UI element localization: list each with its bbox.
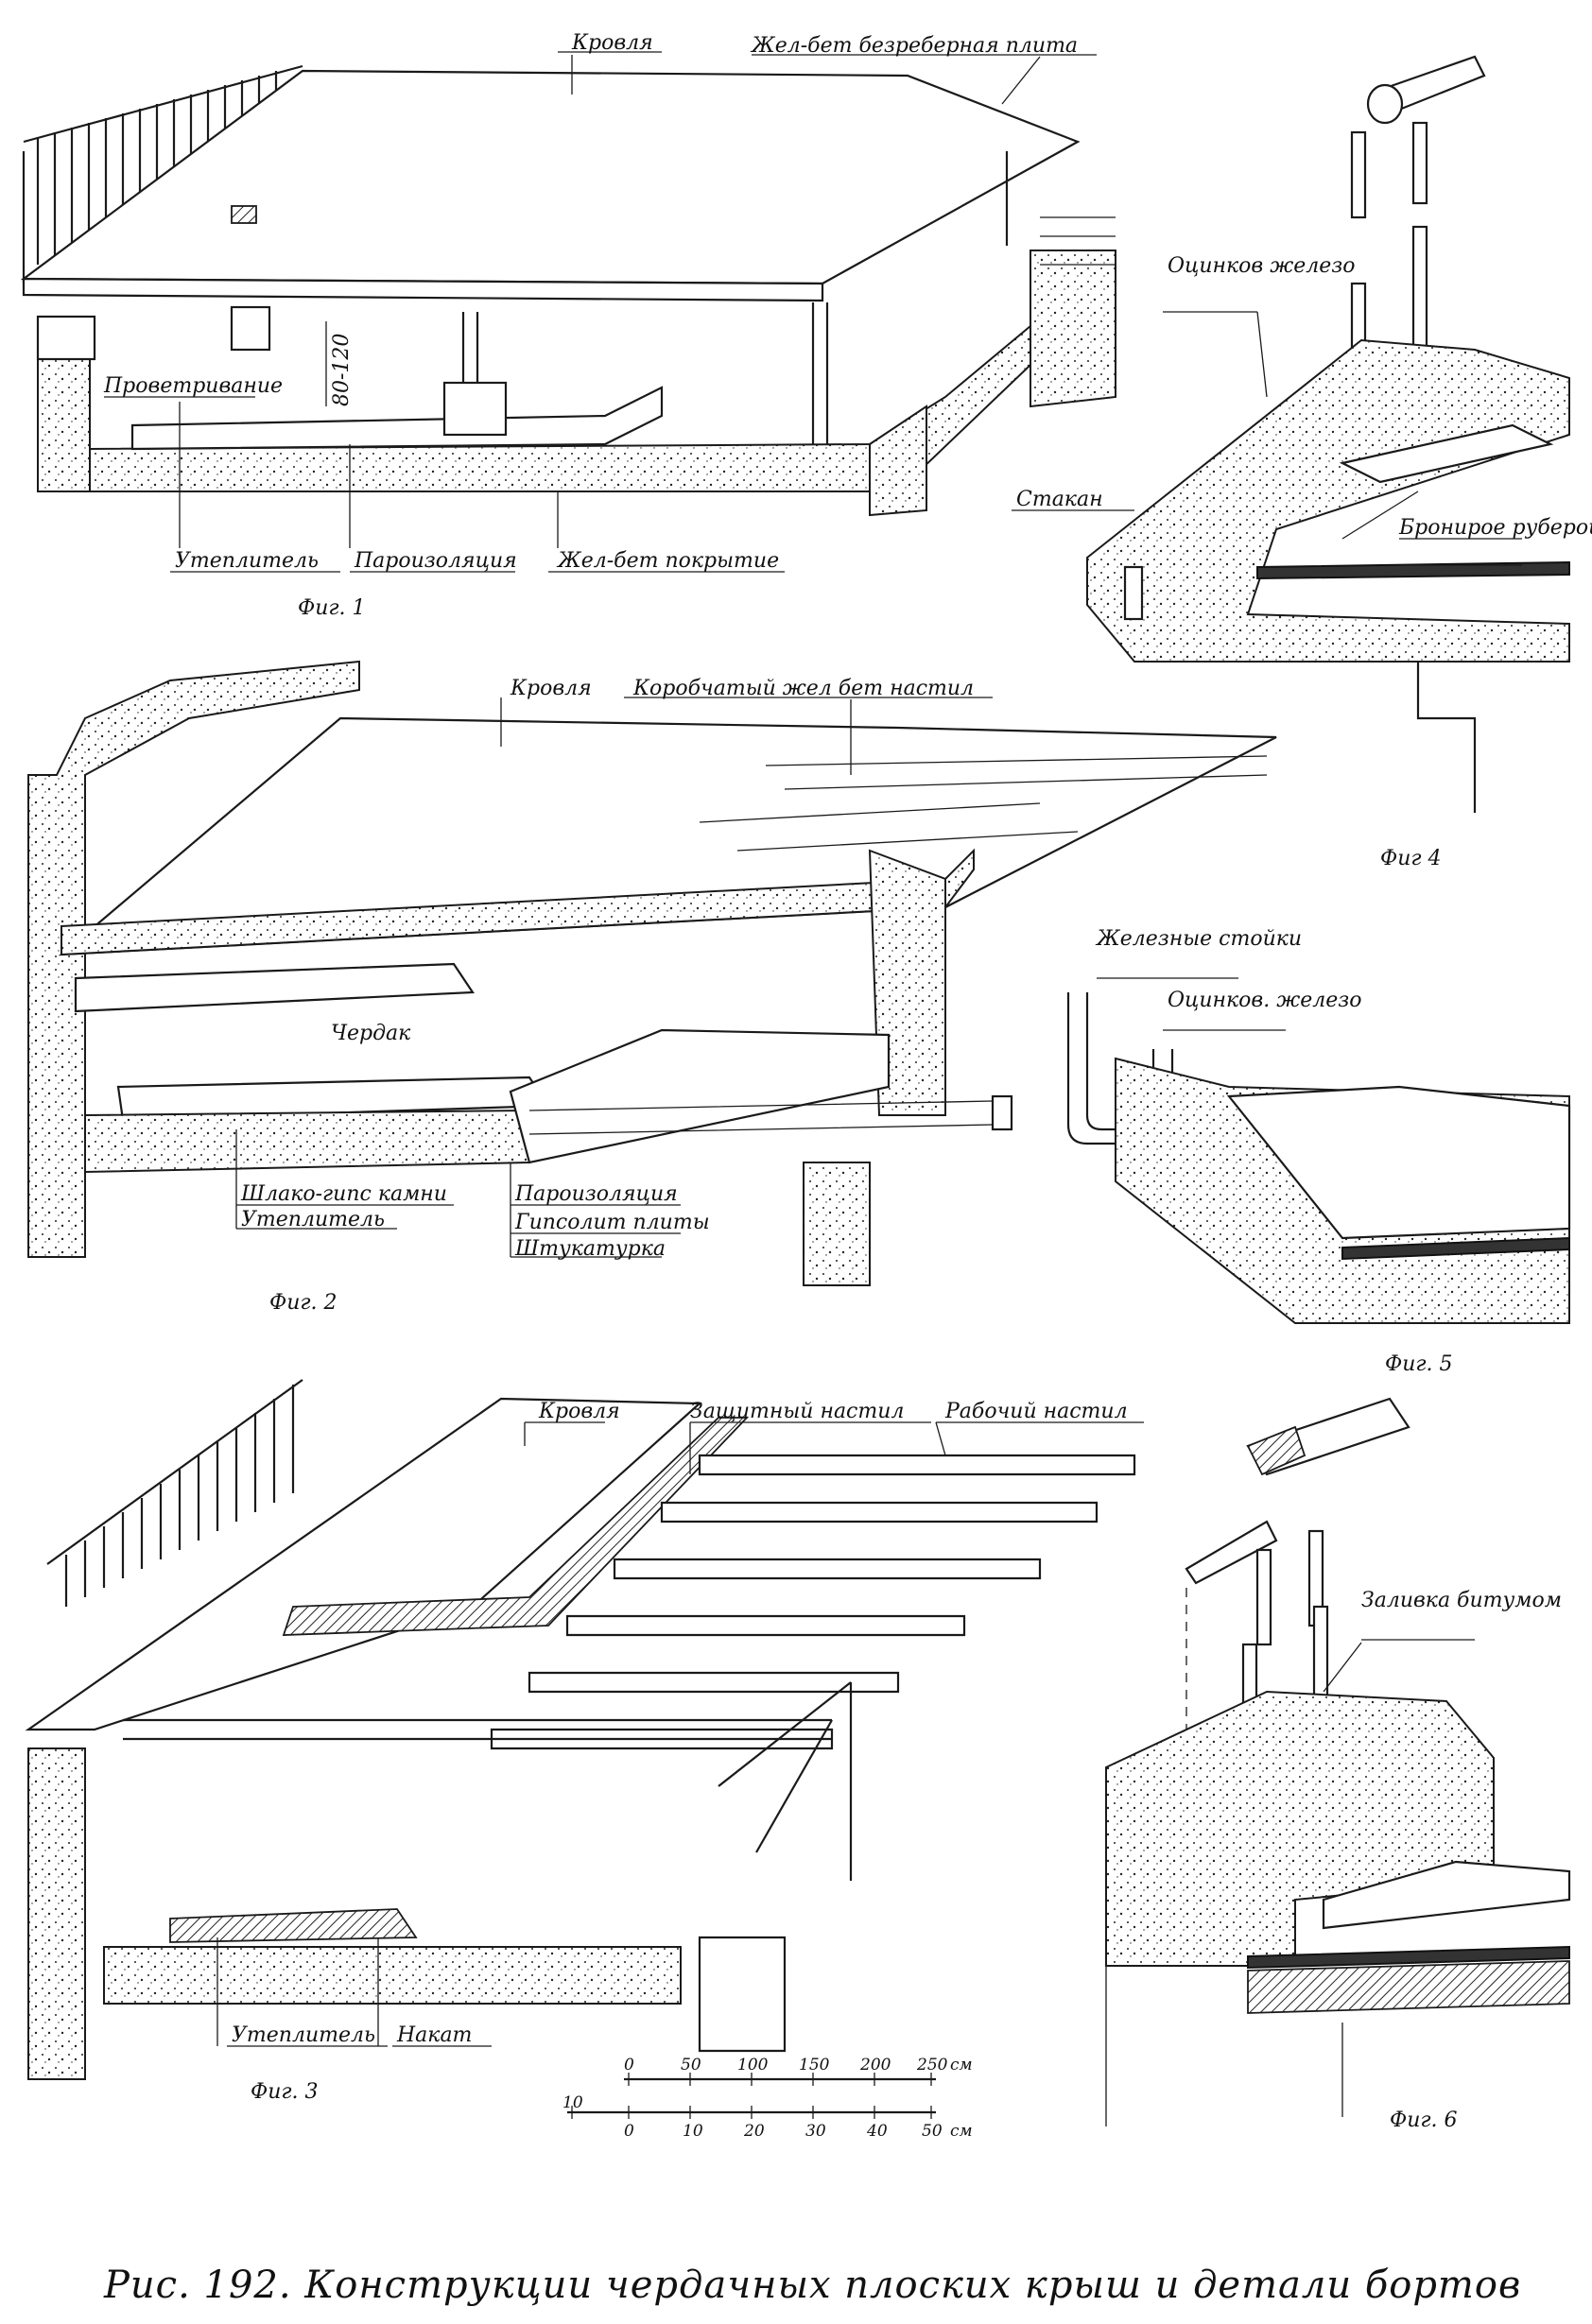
scale-bottom-tick-5: 40 <box>866 2122 888 2141</box>
fig3-railing <box>46 1379 303 1607</box>
fig2-attic-floor <box>84 1109 530 1174</box>
fig2-label-plaster: Штукатурка <box>514 1237 666 1261</box>
scale-top-tick-1: 50 <box>681 2056 701 2074</box>
fig1-label-vapor-barrier: Пароизоляция <box>354 549 517 573</box>
fig5-drawing <box>1066 977 1571 1324</box>
fig4-label-armored-roofing: Бронирое рубероид <box>1398 516 1592 540</box>
fig2-label-roofing: Кровля <box>510 677 592 700</box>
fig3-label-insulation: Утеплитель <box>232 2023 375 2047</box>
scale-bottom-tick-2: 10 <box>683 2122 703 2141</box>
scale-top-tick-5: 250 <box>916 2056 948 2074</box>
fig4-label-galv-iron: Оцинков железо <box>1168 254 1356 278</box>
fig1-label-roofing: Кровля <box>571 31 653 55</box>
fig1-roof-slab <box>20 69 1081 285</box>
fig4-title: Фиг 4 <box>1380 847 1442 870</box>
fig3-title: Фиг. 3 <box>251 2080 319 2104</box>
fig3-roofing <box>25 1397 702 1731</box>
scale-bottom-tick-0: 10 <box>562 2093 583 2112</box>
scale-top-unit: см <box>950 2056 973 2074</box>
fig6-title: Фиг. 6 <box>1390 2109 1458 2132</box>
scale-bottom-tick-3: 20 <box>743 2122 765 2141</box>
fig4-drawing <box>1012 55 1570 813</box>
fig2-label-gypsolite: Гипсолит плиты <box>514 1211 710 1234</box>
scale-top-tick-2: 100 <box>737 2056 769 2074</box>
scale-top-tick-4: 200 <box>859 2056 891 2074</box>
figure-caption: Рис. 192. Конструкции чердачных плоских … <box>104 2264 1522 2307</box>
fig5-label-galv-iron: Оцинков. железо <box>1168 989 1362 1012</box>
fig2-title: Фиг. 2 <box>269 1291 337 1315</box>
fig2-label-box-deck: Коробчатый жел бет настил <box>632 677 974 700</box>
fig2-drawing <box>27 660 1277 1286</box>
fig2-label-slag-gypsum: Шлако-гипс камни <box>240 1182 447 1206</box>
scale-top-tick-0: 0 <box>624 2056 634 2074</box>
fig6-drawing <box>1105 1397 1571 2126</box>
scale-top-tick-3: 150 <box>799 2056 830 2074</box>
fig3-drawing <box>25 1379 1144 2080</box>
scale-bottom-unit: см <box>950 2122 973 2141</box>
fig1-label-rc-cover: Жел-бет покрытие <box>556 549 779 573</box>
fig5-title: Фиг. 5 <box>1385 1352 1453 1376</box>
fig2-label-attic: Чердак <box>331 1022 411 1045</box>
scale-bars <box>567 2073 936 2119</box>
fig5-label-iron-posts-1: Железные стойки <box>1095 927 1302 951</box>
fig3-label-working-deck: Рабочий настил <box>944 1400 1128 1423</box>
fig4-label-socket: Стакан <box>1016 488 1103 511</box>
fig3-protective-deck <box>282 1417 750 1636</box>
scale-bottom-tick-6: 50 <box>922 2122 943 2141</box>
fig3-label-protective-deck: Защитный настил <box>690 1400 904 1423</box>
scale-bottom-tick-1: 0 <box>624 2122 634 2141</box>
fig1-label-slab: Жел-бет безреберная плита <box>750 34 1078 58</box>
fig1-label-ventilation: Проветривание <box>103 374 283 398</box>
fig2-label-vapor-barrier: Пароизоляция <box>514 1182 678 1206</box>
fig1-drawing <box>20 51 1116 573</box>
fig1-label-dimension: 80-120 <box>330 334 354 406</box>
fig1-title: Фиг. 1 <box>298 596 366 620</box>
scale-bottom-tick-4: 30 <box>805 2122 826 2141</box>
fig3-working-deck <box>490 1454 1136 1750</box>
fig2-label-insulation: Утеплитель <box>241 1208 385 1231</box>
fig3-label-nakat: Накат <box>396 2023 472 2047</box>
fig1-label-insulation: Утеплитель <box>175 549 319 573</box>
fig6-label-bitumen-fill: Заливка битумом <box>1361 1589 1562 1612</box>
fig3-label-roofing: Кровля <box>538 1400 620 1423</box>
